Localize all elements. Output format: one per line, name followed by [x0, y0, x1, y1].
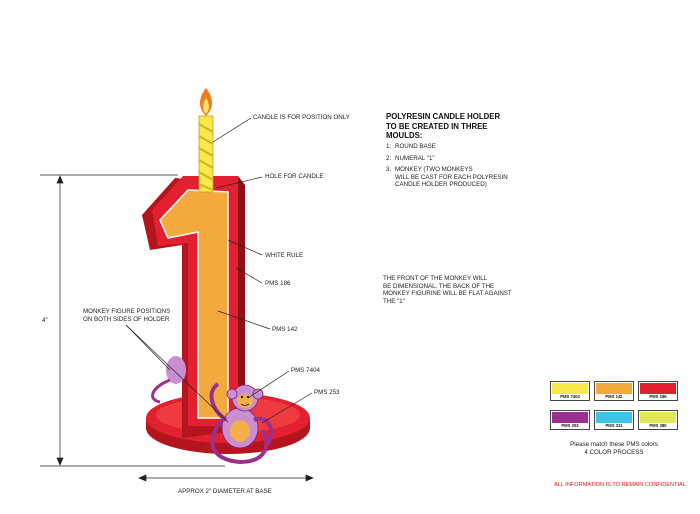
list-item: 1:ROUND BASE — [386, 143, 436, 150]
swatch-pms-311: PMS 311 — [594, 410, 634, 430]
height-label: 4" — [42, 317, 48, 324]
swatch-pms-186: PMS 186 — [638, 381, 678, 401]
swatch-pms-7404: PMS 7404 — [550, 381, 590, 401]
candle — [198, 88, 214, 193]
monkey-positions-label: MONKEY FIGURE POSITIONS ON BOTH SIDES OF… — [83, 308, 171, 323]
numeral-one — [142, 176, 245, 438]
pms-swatches: PMS 7404 PMS 142 PMS 186 PMS 253 PMS 311… — [550, 381, 678, 430]
diameter-label: APPROX 2" DIAMETER AT BASE — [178, 488, 272, 495]
height-dimension — [40, 174, 225, 467]
hole-label: HOLE FOR CANDLE — [265, 173, 324, 180]
match-note: Please match these PMS colors 4 COLOR PR… — [570, 441, 658, 456]
swatch-pms-142: PMS 142 — [594, 381, 634, 401]
monkey-back — [151, 356, 186, 404]
spec-title: POLYRESIN CANDLE HOLDER TO BE CREATED IN… — [386, 112, 501, 140]
mould-list: 1:ROUND BASE 2:NUMERAL "1" 3.MONKEY (TWO… — [386, 143, 508, 193]
candle-position-label: CANDLE IS FOR POSITION ONLY — [253, 114, 350, 121]
monkey-note: THE FRONT OF THE MONKEY WILL BE DIMENSIO… — [383, 275, 512, 305]
pms186-label: PMS 186 — [265, 280, 291, 287]
confidential-notice: ALL INFORMATION IS TO REMAIN CONFIDENTIA… — [554, 482, 688, 488]
list-item: 3.MONKEY (TWO MONKEYS WILL BE CAST FOR E… — [386, 166, 508, 188]
swatch-pms-380: PMS 380 — [638, 410, 678, 430]
white-rule-label: WHITE RULE — [265, 252, 304, 259]
diameter-dimension — [138, 474, 314, 482]
list-item: 2:NUMERAL "1" — [386, 154, 435, 162]
pms253-label: PMS 253 — [314, 389, 340, 396]
pms142-label: PMS 142 — [272, 326, 298, 333]
swatch-pms-253: PMS 253 — [550, 410, 590, 430]
pms7404-label: PMS 7404 — [291, 367, 320, 374]
leader-lines — [125, 117, 313, 424]
